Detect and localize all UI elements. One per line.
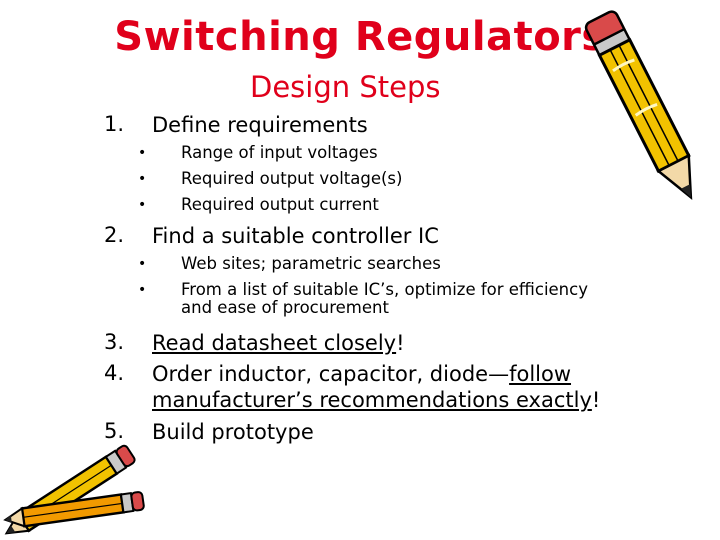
bullet-marker: • (138, 282, 147, 298)
step-number-4: 4. (104, 361, 125, 385)
step-number-1: 1. (104, 112, 125, 136)
bullet-marker: • (138, 256, 147, 272)
bullet-marker: • (138, 171, 147, 187)
step-3-end: ! (396, 331, 405, 355)
step-2-bullet-2: From a list of suitable IC’s, optimize f… (181, 280, 588, 299)
bullet-marker: • (138, 197, 147, 213)
step-2: Find a suitable controller IC (152, 224, 439, 248)
step-1-bullet-2: Required output voltage(s) (181, 169, 403, 188)
step-number-3: 3. (104, 330, 125, 354)
step-4-text: Order inductor, capacitor, diode— (152, 362, 510, 386)
slide-subtitle: Design Steps (250, 70, 441, 104)
step-number-5: 5. (104, 419, 125, 443)
step-2-bullet-1: Web sites; parametric searches (181, 254, 441, 273)
step-1: Define requirements (152, 113, 368, 137)
step-2-bullet-2-continuation: and ease of procurement (181, 298, 389, 317)
step-5: Build prototype (152, 420, 314, 444)
step-4-emphasis-2: manufacturer’s recommendations exactly (152, 388, 592, 412)
slide-title: Switching Regulators (114, 14, 606, 60)
step-3-emphasis: Read datasheet closely (152, 331, 397, 355)
step-number-2: 2. (104, 223, 125, 247)
step-3: Read datasheet closely! (152, 330, 405, 356)
step-4-end: ! (591, 388, 601, 412)
pencils-icon (3, 444, 145, 535)
step-4-emphasis-1: follow (509, 362, 572, 386)
bullet-marker: • (138, 145, 147, 161)
step-1-bullet-1: Range of input voltages (181, 143, 378, 162)
step-1-bullet-3: Required output current (181, 195, 379, 214)
pencil-icon (584, 10, 693, 200)
